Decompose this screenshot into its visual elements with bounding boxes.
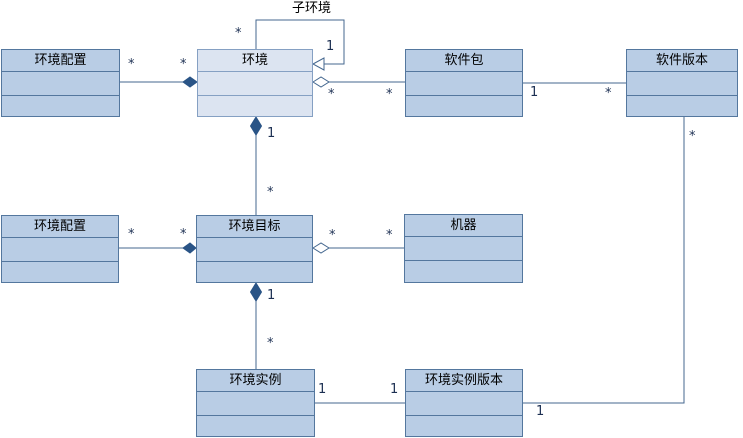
multiplicity-label: * bbox=[180, 57, 187, 72]
class-operations-compartment bbox=[2, 262, 118, 282]
class-title: 机器 bbox=[405, 215, 522, 237]
multiplicity-label: 1 bbox=[530, 85, 539, 100]
class-title: 软件版本 bbox=[627, 50, 737, 72]
class-title: 环境配置 bbox=[2, 216, 118, 238]
multiplicity-label: * bbox=[128, 57, 135, 72]
relation-envconfig-environment bbox=[120, 76, 198, 88]
class-title: 环境配置 bbox=[2, 50, 119, 72]
class-box-machine: 机器 bbox=[404, 214, 523, 283]
aggregation-diamond-icon bbox=[312, 242, 330, 254]
composition-diamond-icon bbox=[249, 282, 263, 302]
class-box-environment: 环境 bbox=[197, 49, 313, 117]
class-box-env-target: 环境目标 bbox=[196, 215, 313, 283]
multiplicity-label: 1 bbox=[536, 404, 545, 419]
class-box-env-config-mid: 环境配置 bbox=[1, 215, 119, 283]
class-operations-compartment bbox=[198, 96, 312, 116]
multiplicity-label: 1 bbox=[267, 288, 276, 303]
multiplicity-label: * bbox=[689, 129, 696, 144]
class-attributes-compartment bbox=[197, 392, 314, 416]
relation-envinstanceversion-softwareversion bbox=[523, 117, 685, 404]
multiplicity-label: * bbox=[267, 336, 274, 351]
class-attributes-compartment bbox=[197, 238, 312, 262]
class-title: 软件包 bbox=[406, 50, 522, 72]
relation-environment-envtarget bbox=[249, 116, 263, 215]
composition-diamond-icon bbox=[249, 116, 263, 136]
class-operations-compartment bbox=[197, 262, 312, 282]
class-operations-compartment bbox=[627, 96, 737, 116]
relation-environment-self bbox=[255, 19, 345, 71]
class-box-software-version: 软件版本 bbox=[626, 49, 738, 117]
composition-diamond-icon bbox=[182, 76, 198, 88]
class-box-env-instance-version: 环境实例版本 bbox=[405, 369, 523, 437]
class-operations-compartment bbox=[406, 96, 522, 116]
multiplicity-label: * bbox=[180, 227, 187, 242]
multiplicity-label: * bbox=[386, 87, 393, 102]
class-attributes-compartment bbox=[627, 72, 737, 96]
class-box-env-config-top: 环境配置 bbox=[1, 49, 120, 117]
relation-label-sub-environment: 子环境 bbox=[292, 1, 332, 16]
multiplicity-label: * bbox=[328, 87, 335, 102]
multiplicity-label: 1 bbox=[318, 382, 327, 397]
multiplicity-label: 1 bbox=[390, 382, 399, 397]
class-attributes-compartment bbox=[406, 72, 522, 96]
class-attributes-compartment bbox=[198, 72, 312, 96]
class-attributes-compartment bbox=[405, 237, 522, 261]
relation-envtarget-envinstance bbox=[249, 282, 263, 369]
class-box-env-instance: 环境实例 bbox=[196, 369, 315, 437]
generalization-arrow-icon bbox=[311, 57, 325, 71]
class-title: 环境 bbox=[198, 50, 312, 72]
class-operations-compartment bbox=[197, 416, 314, 436]
multiplicity-label: 1 bbox=[326, 39, 335, 54]
class-title: 环境目标 bbox=[197, 216, 312, 238]
multiplicity-label: * bbox=[267, 185, 274, 200]
class-operations-compartment bbox=[405, 261, 522, 282]
relation-envtarget-machine bbox=[312, 242, 404, 254]
class-attributes-compartment bbox=[2, 72, 119, 96]
multiplicity-label: * bbox=[605, 86, 612, 101]
class-operations-compartment bbox=[2, 96, 119, 116]
class-title: 环境实例 bbox=[197, 370, 314, 392]
composition-diamond-icon bbox=[182, 242, 197, 254]
multiplicity-label: * bbox=[128, 227, 135, 242]
multiplicity-label: * bbox=[329, 228, 336, 243]
class-attributes-compartment bbox=[2, 238, 118, 262]
relation-envconfig-envtarget bbox=[119, 242, 197, 254]
multiplicity-label: * bbox=[386, 228, 393, 243]
class-attributes-compartment bbox=[406, 392, 522, 416]
class-operations-compartment bbox=[406, 416, 522, 436]
class-box-software-package: 软件包 bbox=[405, 49, 523, 117]
class-title: 环境实例版本 bbox=[406, 370, 522, 392]
relation-environment-softwarepackage bbox=[312, 76, 405, 88]
aggregation-diamond-icon bbox=[312, 76, 330, 88]
multiplicity-label: * bbox=[235, 26, 242, 41]
multiplicity-label: 1 bbox=[267, 126, 276, 141]
